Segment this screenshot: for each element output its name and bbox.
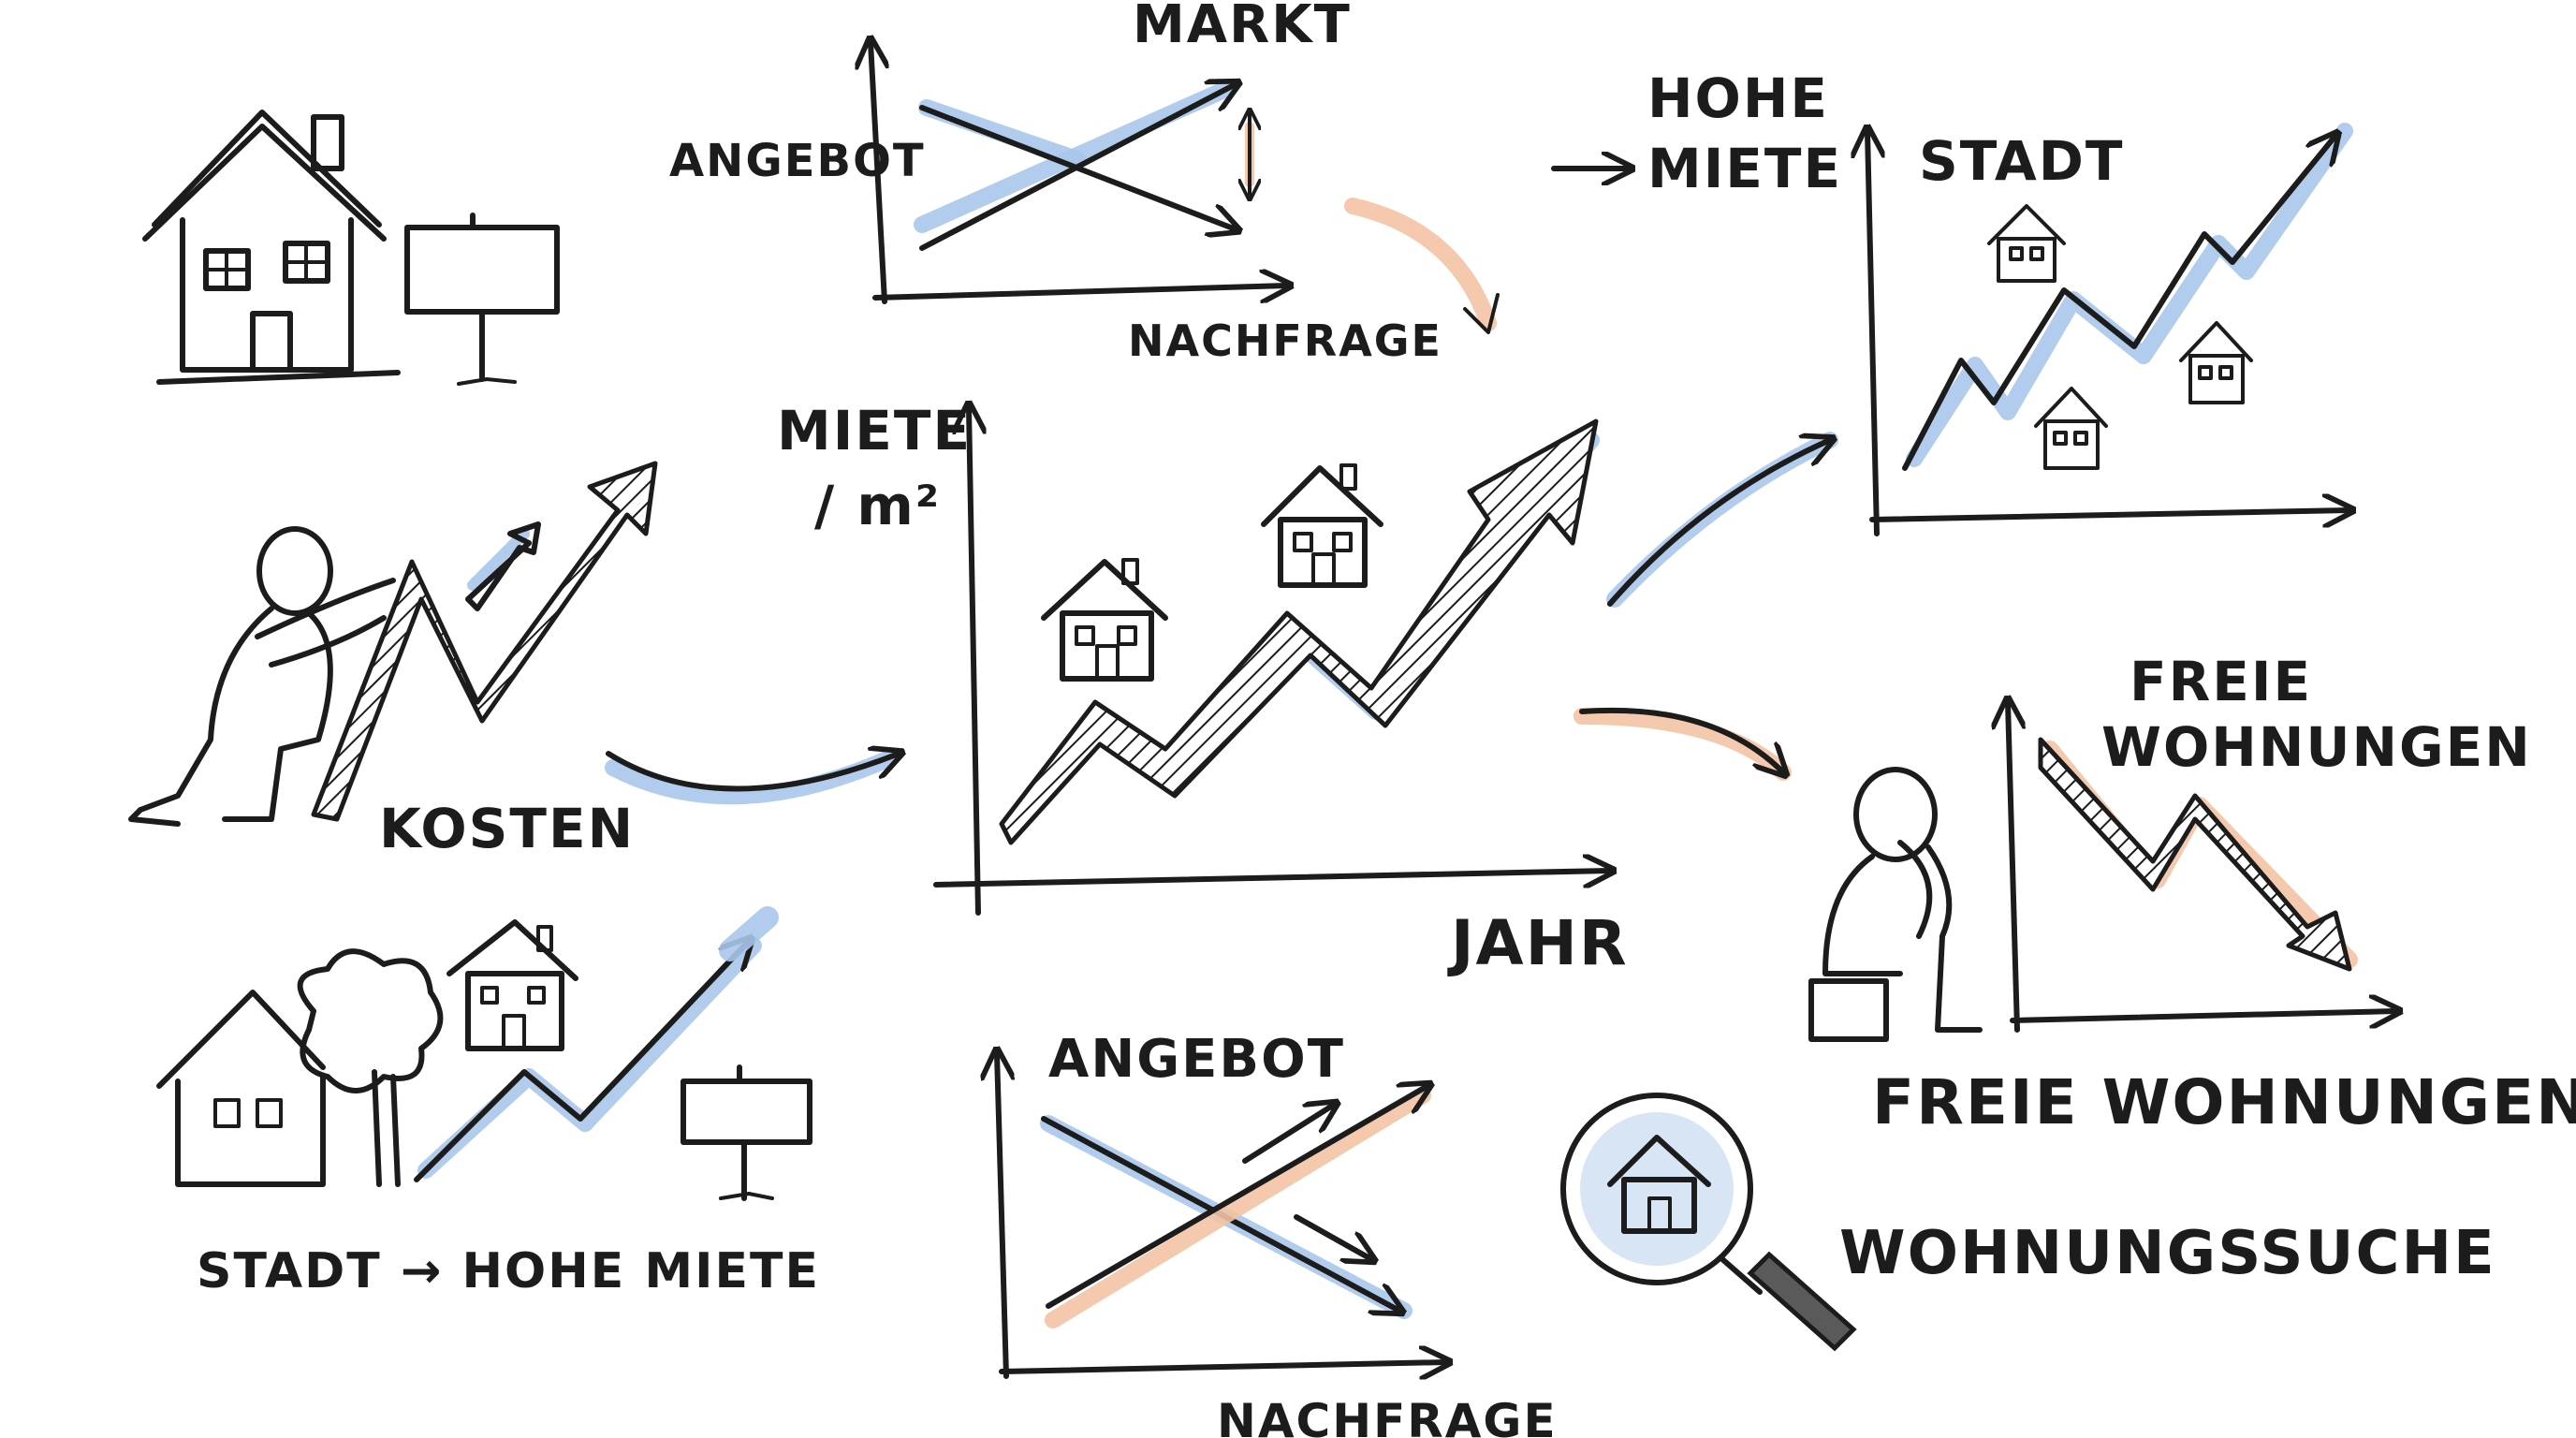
angebot-bottom-label: ANGEBOT [1048,1029,1345,1090]
hohe-label: HOHE [1647,66,1829,130]
nachfrage-bottom-label: NACHFRAGE [1217,1394,1558,1438]
markt-chart: MARKT ANGEBOT NACHFRAGE [669,0,1500,366]
wohnungssuche-group: WOHNUNGSSUCHE [1560,1093,2496,1352]
miete-label: MIETE [1647,137,1842,200]
nachfrage-top-label: NACHFRAGE [1128,315,1442,366]
wohnungssuche-label: WOHNUNGSSUCHE [1839,1219,2496,1288]
wohnungen-label: WOHNUNGEN [2101,715,2532,779]
miete-m2-line1: MIETE [777,399,972,462]
stadt-hohe-miete-scene: STADT → HOHE MIETE [156,906,820,1299]
house-icon [1607,1135,1711,1234]
person-sitting-icon [1808,767,1983,1042]
house-icon [1987,204,2066,283]
house-icon [1261,463,1383,588]
connector-arrows [1573,432,1830,772]
miete-per-m2-chart: MIETE / m² JAHR [777,399,1629,979]
markt-label: MARKT [1133,0,1352,55]
stadt-hohe-miete-label: STADT → HOHE MIETE [197,1243,820,1299]
house-icon [1041,558,1168,682]
tree-icon [297,948,444,1187]
angebot-top-label: ANGEBOT [669,135,926,187]
miete-m2-line2: / m² [814,474,941,537]
jahr-label: JAHR [1447,907,1629,979]
house-icon [2179,321,2253,404]
kosten-label: KOSTEN [379,797,635,860]
angebot-nachfrage-chart: ANGEBOT NACHFRAGE [997,1029,1558,1438]
kosten-figure: KOSTEN [128,461,899,860]
house-icon [2034,387,2108,470]
freie-wohnungen-chart: FREIE WOHNUNGEN FREIE WOHNUNGEN [1808,650,2576,1138]
house-icon [156,990,326,1187]
person-pushing-icon [128,526,396,827]
freie-label: FREIE [2130,650,2312,713]
house-icon [446,919,578,1051]
hohe-miete-stadt-chart: HOHE MIETE STADT [1551,66,2349,536]
freie-wohnungen-label: FREIE WOHNUNGEN [1872,1066,2576,1138]
stadt-top-label: STADT [1919,129,2124,193]
magnifier-icon [1560,1093,1857,1352]
house-with-sign-icon [142,110,560,386]
